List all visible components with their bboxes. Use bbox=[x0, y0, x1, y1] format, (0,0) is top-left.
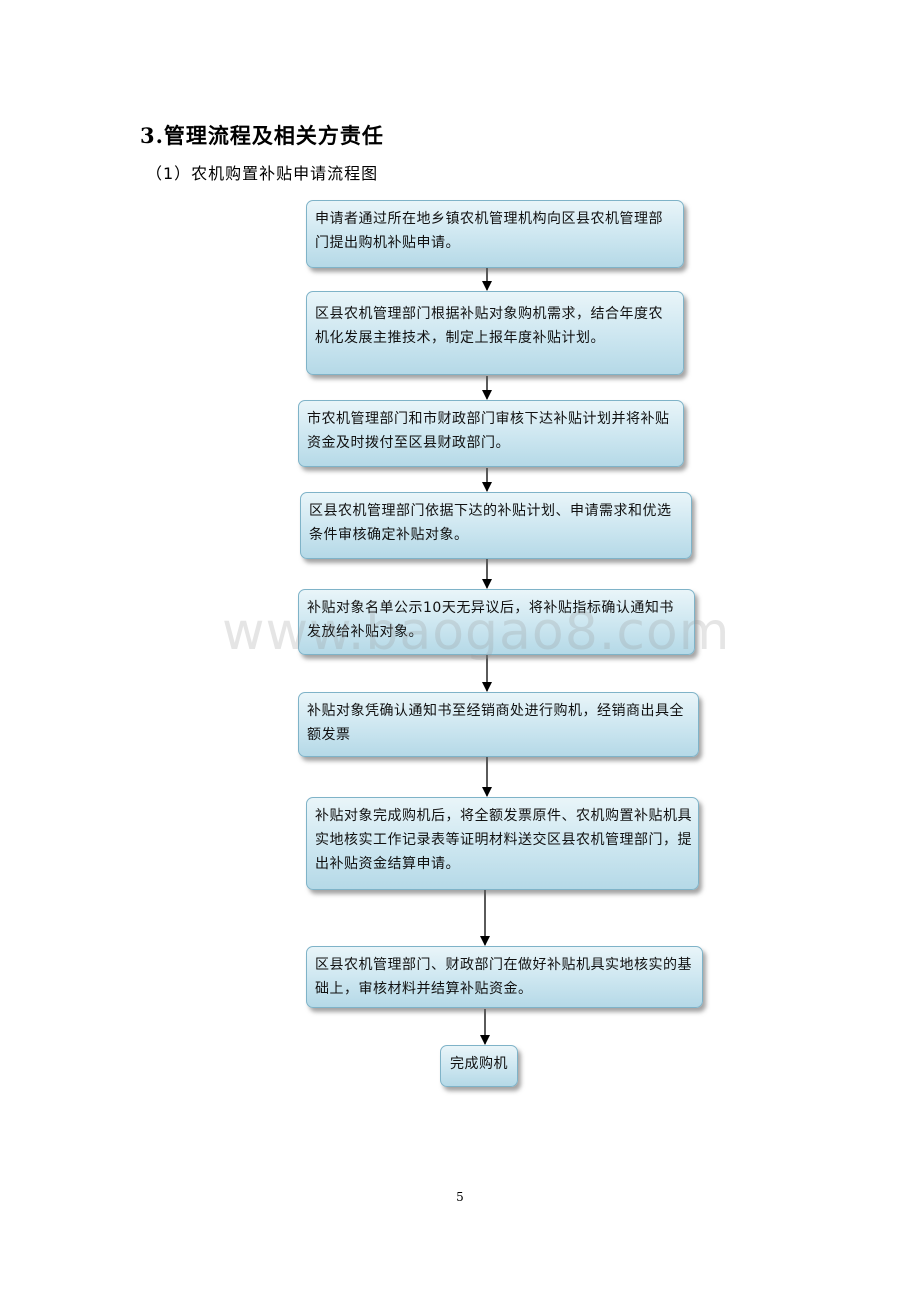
flow-step-5: 补贴对象名单公示10天无异议后，将补贴指标确认通知书发放给补贴对象。 bbox=[298, 589, 695, 655]
flow-step-8: 区县农机管理部门、财政部门在做好补贴机具实地核实的基础上，审核材料并结算补贴资金… bbox=[306, 946, 703, 1008]
flow-step-6: 补贴对象凭确认通知书至经销商处进行购机，经销商出具全额发票 bbox=[298, 692, 699, 757]
flow-step-3: 市农机管理部门和市财政部门审核下达补贴计划并将补贴资金及时拨付至区县财政部门。 bbox=[298, 400, 684, 467]
flowchart-title: （1）农机购置补贴申请流程图 bbox=[146, 164, 379, 183]
page-number: 5 bbox=[456, 1190, 464, 1204]
section-heading: 3.管理流程及相关方责任 bbox=[140, 123, 384, 148]
flow-step-7: 补贴对象完成购机后，将全额发票原件、农机购置补贴机具实地核实工作记录表等证明材料… bbox=[306, 797, 699, 890]
flow-step-final: 完成购机 bbox=[440, 1045, 518, 1087]
flow-step-2: 区县农机管理部门根据补贴对象购机需求，结合年度农机化发展主推技术，制定上报年度补… bbox=[306, 291, 684, 375]
flow-step-1: 申请者通过所在地乡镇农机管理机构向区县农机管理部门提出购机补贴申请。 bbox=[306, 200, 684, 268]
flow-step-4: 区县农机管理部门依据下达的补贴计划、申请需求和优选条件审核确定补贴对象。 bbox=[300, 492, 692, 559]
